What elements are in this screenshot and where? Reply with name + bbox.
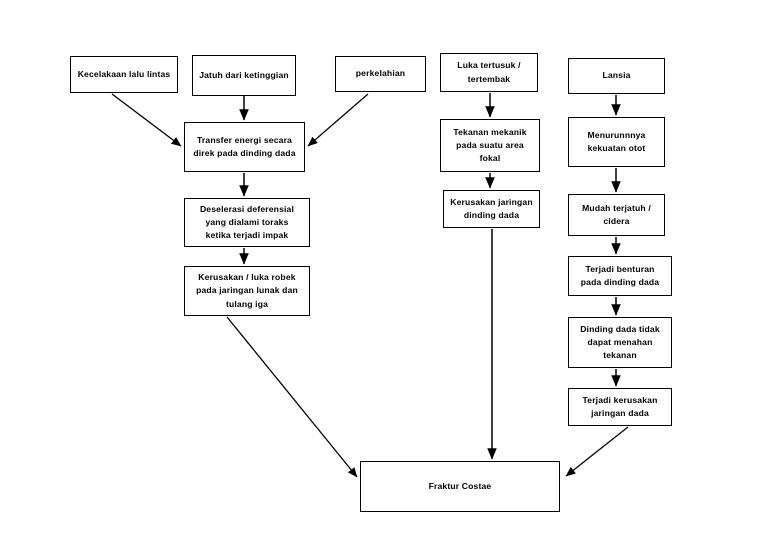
flow-node-dinding-tidak: Dinding dada tidak dapat menahan tekanan — [568, 317, 672, 368]
flow-node-transfer-energi: Transfer energi secara direk pada dindin… — [184, 122, 305, 172]
flow-node-fraktur-costae: Fraktur Costae — [360, 461, 560, 512]
flow-edge-kerusakan-jar-dada-to-fraktur-costae — [565, 426, 629, 477]
flow-node-benturan-dd: Terjadi benturan pada dinding dada — [568, 256, 672, 296]
flow-node-label: Terjadi benturan pada dinding dada — [580, 263, 660, 287]
flow-node-label: Kerusakan / luka robek pada jaringan lun… — [196, 272, 298, 309]
flow-node-label: perkelahian — [355, 68, 406, 79]
flow-node-kerusakan-jar-dd: Kerusakan jaringan dinding dada — [443, 190, 540, 228]
flow-node-tekanan-mekanik: Tekanan mekanik pada suatu area fokal — [440, 119, 540, 172]
flow-edge-perkelahian-to-transfer-energi — [307, 93, 369, 147]
flow-node-deselerasi: Deselerasi deferensial yang dialami tora… — [184, 198, 310, 247]
flow-node-label: Luka tertusuk / tertembak — [457, 60, 521, 84]
flow-node-label: Tekanan mekanik pada suatu area fokal — [453, 126, 527, 164]
flow-node-perkelahian: perkelahian — [335, 56, 426, 92]
flow-node-menurunnya: Menurunnnya kekuatan otot — [568, 117, 665, 167]
flow-node-label: Menurunnnya kekuatan otot — [587, 129, 646, 153]
flow-node-label: Mudah terjatuh / cidera — [582, 202, 651, 226]
flow-node-label: Deselerasi deferensial yang dialami tora… — [199, 203, 295, 241]
flow-node-lansia: Lansia — [568, 58, 665, 94]
flow-node-kerusakan-luka: Kerusakan / luka robek pada jaringan lun… — [184, 266, 310, 316]
flow-node-label: Jatuh dari ketinggian — [199, 69, 289, 80]
flow-node-label: Kerusakan jaringan dinding dada — [450, 196, 533, 220]
flow-node-label: Dinding dada tidak dapat menahan tekanan — [580, 323, 660, 361]
flow-node-label: Fraktur Costae — [428, 480, 492, 491]
flow-node-label: Terjadi kerusakan jaringan dada — [582, 394, 658, 418]
flow-node-label: Kecelakaan lalu lintas — [77, 68, 171, 79]
flow-node-jatuh: Jatuh dari ketinggian — [192, 55, 296, 96]
flow-node-label: Transfer energi secara direk pada dindin… — [193, 134, 296, 158]
flow-node-luka-tertusuk: Luka tertusuk / tertembak — [440, 53, 538, 92]
flow-edge-kecelakaan-to-transfer-energi — [111, 93, 182, 147]
flow-edge-kerusakan-luka-to-fraktur-costae — [226, 316, 358, 478]
flow-node-label: Lansia — [602, 70, 631, 81]
flow-node-kecelakaan: Kecelakaan lalu lintas — [70, 56, 178, 93]
flow-node-kerusakan-jar-dada: Terjadi kerusakan jaringan dada — [568, 388, 672, 426]
flow-node-mudah-terjatuh: Mudah terjatuh / cidera — [568, 194, 665, 236]
